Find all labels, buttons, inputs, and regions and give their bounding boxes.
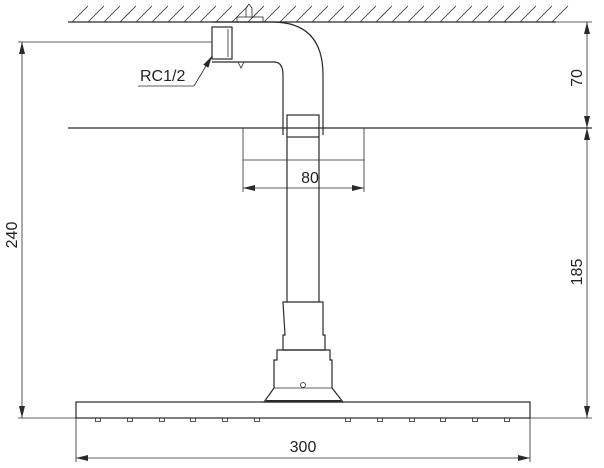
hatch-line — [423, 5, 441, 23]
nozzle — [409, 417, 415, 422]
nozzle — [222, 417, 228, 422]
hatch-line — [503, 5, 521, 23]
dimension-70: 70 — [556, 21, 592, 128]
hatch-line — [375, 5, 393, 23]
hatch-line — [487, 5, 505, 23]
nozzle — [254, 417, 260, 422]
dimension-80: 80 — [242, 160, 365, 192]
hatch-line — [199, 5, 217, 23]
shower-head — [75, 401, 531, 422]
hatch-line — [119, 5, 137, 23]
hatch-line — [311, 5, 329, 23]
hatch-line — [535, 5, 553, 23]
dimension-240-label: 240 — [4, 222, 21, 249]
hatch-line — [183, 5, 201, 23]
elbow-pipe — [211, 21, 324, 138]
nozzle — [440, 417, 446, 422]
hatch-line — [151, 5, 169, 23]
hatch-line — [327, 5, 345, 23]
hatch-line — [247, 5, 265, 23]
hatch-line — [135, 5, 153, 23]
hatch-line — [263, 5, 281, 23]
hatch-line — [551, 5, 569, 23]
hatch-line — [87, 5, 105, 23]
hatch-line — [167, 5, 185, 23]
nozzle — [127, 417, 133, 422]
hatch-line — [343, 5, 361, 23]
nozzle — [504, 417, 510, 422]
dimension-185: 185 — [530, 128, 592, 419]
hatch-line — [231, 5, 249, 23]
thread-label: RC1/2 — [140, 68, 185, 85]
hatch-line — [295, 5, 313, 23]
nozzle — [159, 417, 165, 422]
dimension-240: 240 — [4, 41, 212, 419]
ceiling — [68, 5, 569, 23]
nozzle — [345, 417, 351, 422]
hatch-line — [471, 5, 489, 23]
hatch-line — [103, 5, 121, 23]
hatch-line — [407, 5, 425, 23]
hatch-line — [71, 5, 89, 23]
hatch-line — [391, 5, 409, 23]
hatch-line — [215, 5, 233, 23]
dimension-300: 300 — [75, 418, 531, 462]
nozzle — [377, 417, 383, 422]
hatch-line — [359, 5, 377, 23]
dimension-80-label: 80 — [301, 170, 319, 187]
dimension-185-label: 185 — [569, 259, 586, 286]
nozzle — [190, 417, 196, 422]
hatch-line — [279, 5, 297, 23]
dimension-70-label: 70 — [569, 69, 586, 87]
escutcheon — [242, 128, 365, 161]
hatch-line — [455, 5, 473, 23]
dimension-300-label: 300 — [290, 439, 317, 456]
nozzle — [95, 417, 101, 422]
nozzle — [472, 417, 478, 422]
hatch-line — [439, 5, 457, 23]
thread-callout: RC1/2 — [138, 55, 213, 87]
hatch-line — [519, 5, 537, 23]
